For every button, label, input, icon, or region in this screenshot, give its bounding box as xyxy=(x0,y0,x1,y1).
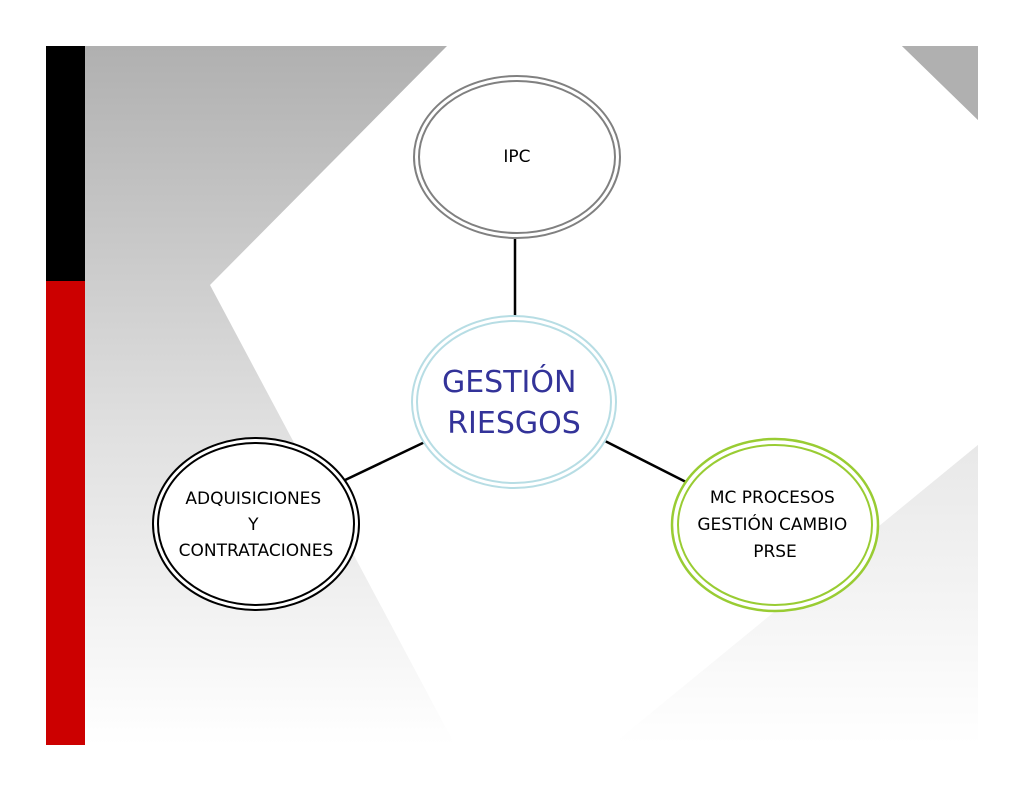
side-bar-black xyxy=(46,46,85,281)
node-left-line-1: ADQUISICIONES xyxy=(185,489,321,509)
connector-left xyxy=(342,439,428,483)
node-right-line-3: PRSE xyxy=(753,542,797,562)
node-right-label: MC PROCESOS GESTIÓN CAMBIO PRSE xyxy=(697,488,852,562)
node-center-label: GESTIÓN RIESGOS xyxy=(442,363,586,441)
node-right-line-1: MC PROCESOS xyxy=(710,488,835,508)
node-center-line-2: RIESGOS xyxy=(447,406,581,441)
node-left: ADQUISICIONES Y CONTRATACIONES xyxy=(152,437,360,611)
node-right: MC PROCESOS GESTIÓN CAMBIO PRSE xyxy=(670,437,880,613)
node-left-line-3: CONTRATACIONES xyxy=(179,541,334,561)
node-top: IPC xyxy=(413,75,621,239)
node-top-label: IPC xyxy=(503,147,530,167)
node-center: GESTIÓN RIESGOS xyxy=(411,315,617,489)
connector-right xyxy=(604,439,687,484)
node-top-line: IPC xyxy=(503,147,530,167)
node-left-line-2: Y xyxy=(247,515,259,535)
background-top-right-triangle xyxy=(902,46,978,120)
node-right-line-2: GESTIÓN CAMBIO xyxy=(697,513,847,535)
node-left-label: ADQUISICIONES Y CONTRATACIONES xyxy=(179,489,334,561)
node-center-line-1: GESTIÓN xyxy=(442,363,576,400)
side-bar-red xyxy=(46,281,85,745)
